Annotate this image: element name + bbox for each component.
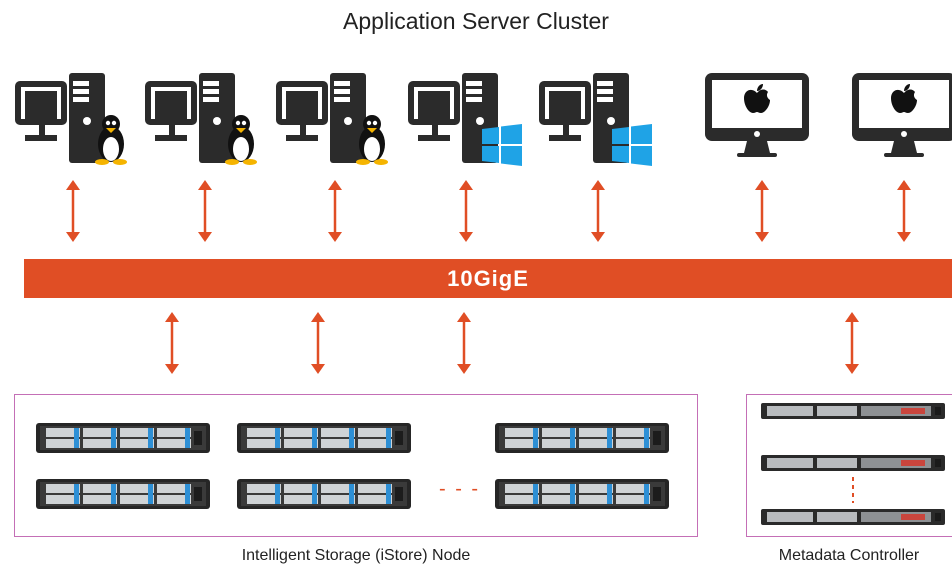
mac-server-2 xyxy=(852,73,952,157)
storage-server xyxy=(495,423,669,453)
apple-icon xyxy=(705,73,809,157)
linux-server-2 xyxy=(145,73,257,165)
storage-server xyxy=(36,423,210,453)
storage-server xyxy=(36,479,210,509)
storage-server xyxy=(495,479,669,509)
metadata-server xyxy=(761,403,945,419)
mac-server-1 xyxy=(705,73,809,157)
metadata-server xyxy=(761,509,945,525)
linux-server-1 xyxy=(15,73,127,165)
storage-node-label: Intelligent Storage (iStore) Node xyxy=(241,547,471,564)
windows-server-1 xyxy=(408,73,522,166)
metadata-servers xyxy=(761,403,945,525)
windows-server-2 xyxy=(539,73,652,166)
metadata-controller-group xyxy=(746,394,952,537)
storage-node-group xyxy=(14,394,698,537)
metadata-controller-label: Metadata Controller xyxy=(778,547,920,564)
more-nodes-ellipsis: - - - xyxy=(439,478,481,500)
metadata-server xyxy=(761,455,945,471)
linux-server-3 xyxy=(276,73,388,165)
diagram-title: Application Server Cluster xyxy=(343,8,609,34)
apple-icon xyxy=(852,73,952,157)
lower-link-arrows xyxy=(163,310,861,376)
network-label: 10GigE xyxy=(447,266,529,291)
network-bus xyxy=(24,259,952,298)
storage-server xyxy=(237,479,411,509)
upper-link-arrows xyxy=(64,178,913,244)
storage-servers xyxy=(36,423,669,509)
storage-server xyxy=(237,423,411,453)
